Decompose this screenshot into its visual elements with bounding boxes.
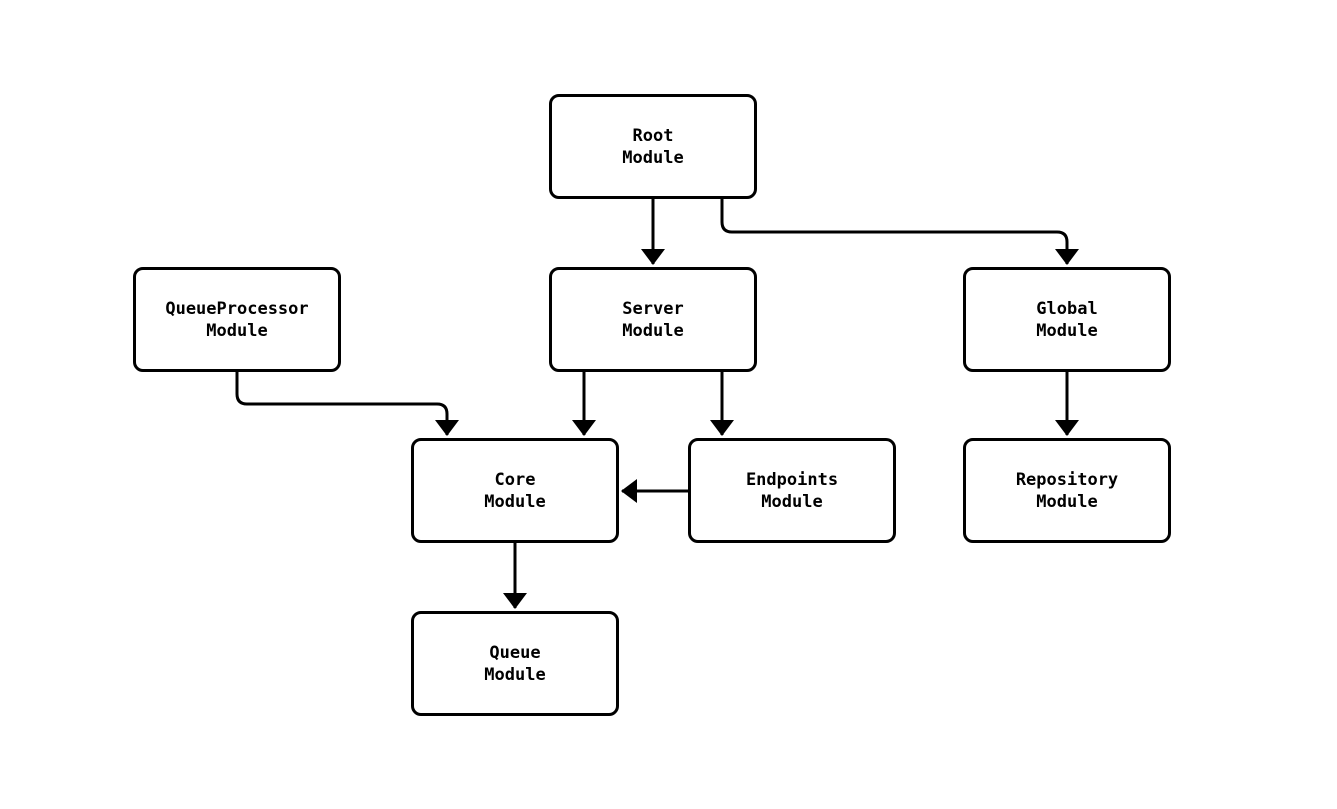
edge-queueprocessor-to-core: [235, 372, 459, 436]
node-endpoints-module: Endpoints Module: [688, 438, 896, 543]
node-root-module: Root Module: [549, 94, 757, 199]
node-queueprocessor-module: QueueProcessor Module: [133, 267, 341, 372]
node-endpoints-module-label: Endpoints Module: [745, 469, 839, 512]
node-queue-module: Queue Module: [411, 611, 619, 716]
node-core-module-label: Core Module: [484, 469, 546, 512]
node-queueprocessor-module-label: QueueProcessor Module: [165, 298, 309, 341]
node-global-module: Global Module: [963, 267, 1171, 372]
node-repository-module: Repository Module: [963, 438, 1171, 543]
node-global-module-label: Global Module: [1036, 298, 1098, 341]
node-core-module: Core Module: [411, 438, 619, 543]
node-repository-module-label: Repository Module: [1015, 469, 1119, 512]
node-queue-module-label: Queue Module: [484, 642, 546, 685]
node-server-module: Server Module: [549, 267, 757, 372]
node-server-module-label: Server Module: [622, 298, 684, 341]
node-root-module-label: Root Module: [622, 125, 684, 168]
edge-root-to-global: [720, 199, 1079, 265]
